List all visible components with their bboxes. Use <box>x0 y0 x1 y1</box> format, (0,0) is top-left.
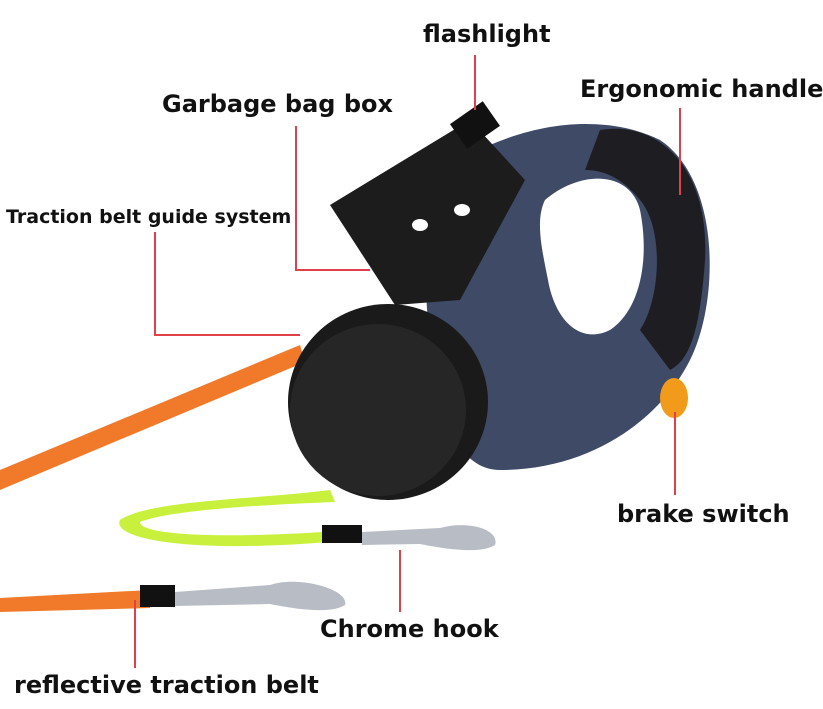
leader-guide-system <box>154 232 300 336</box>
flashlight-shape <box>450 101 500 149</box>
brake-switch-shape <box>660 378 688 418</box>
garbage-bag-box-shape <box>330 120 525 305</box>
leader-lines <box>134 55 681 668</box>
green-belt <box>119 490 352 547</box>
chrome-hook-1 <box>362 525 496 551</box>
label-traction-belt-guide: Traction belt guide system <box>6 206 292 228</box>
label-brake-switch: brake switch <box>617 500 790 528</box>
label-ergonomic-handle: Ergonomic handle <box>580 75 823 103</box>
label-chrome-hook: Chrome hook <box>320 615 499 643</box>
label-flashlight: flashlight <box>423 20 551 48</box>
handle-opening <box>539 178 644 335</box>
label-reflective-traction-belt: reflective traction belt <box>14 671 319 699</box>
orange-belt-upper <box>0 345 305 490</box>
leader-garbage-bag <box>295 126 370 271</box>
ergonomic-grip <box>585 128 706 370</box>
label-garbage-bag-box: Garbage bag box <box>162 90 393 118</box>
orange-belt-lower <box>0 590 150 612</box>
chrome-hook-2 <box>175 581 346 611</box>
